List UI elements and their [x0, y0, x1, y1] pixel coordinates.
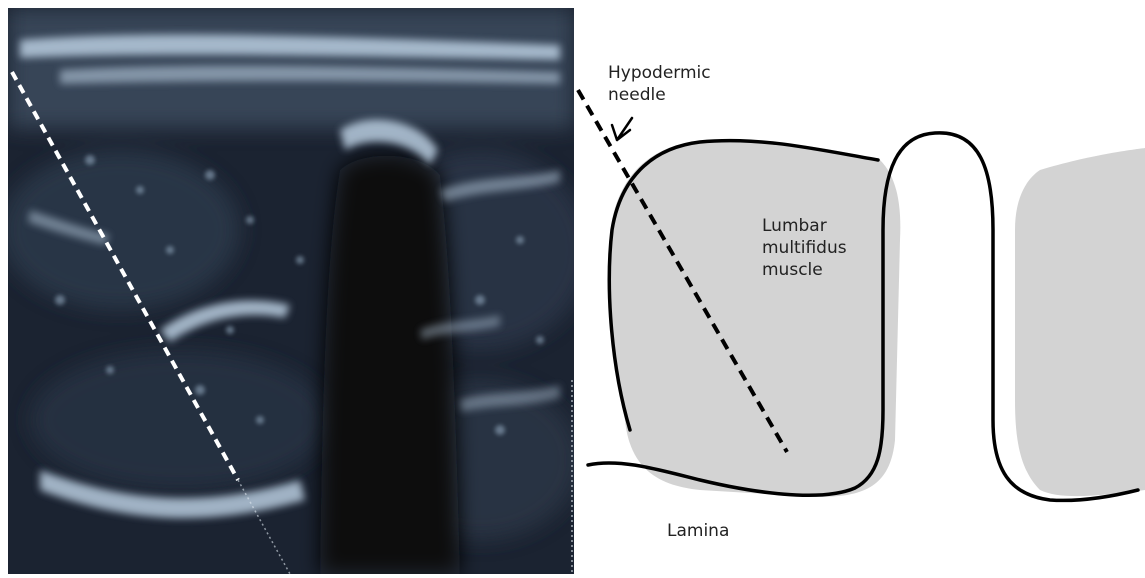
- lamina-label: Lamina: [667, 520, 729, 542]
- schematic-panel: [578, 90, 1145, 500]
- multifidus-muscle-shape: [609, 140, 900, 497]
- muscle-label: Lumbar multifidus muscle: [762, 215, 847, 281]
- adjacent-muscle-shape: [1015, 148, 1145, 496]
- ultrasound-image: [0, 8, 590, 574]
- needle-label: Hypodermic needle: [608, 62, 711, 106]
- needle-arrow: [612, 118, 632, 140]
